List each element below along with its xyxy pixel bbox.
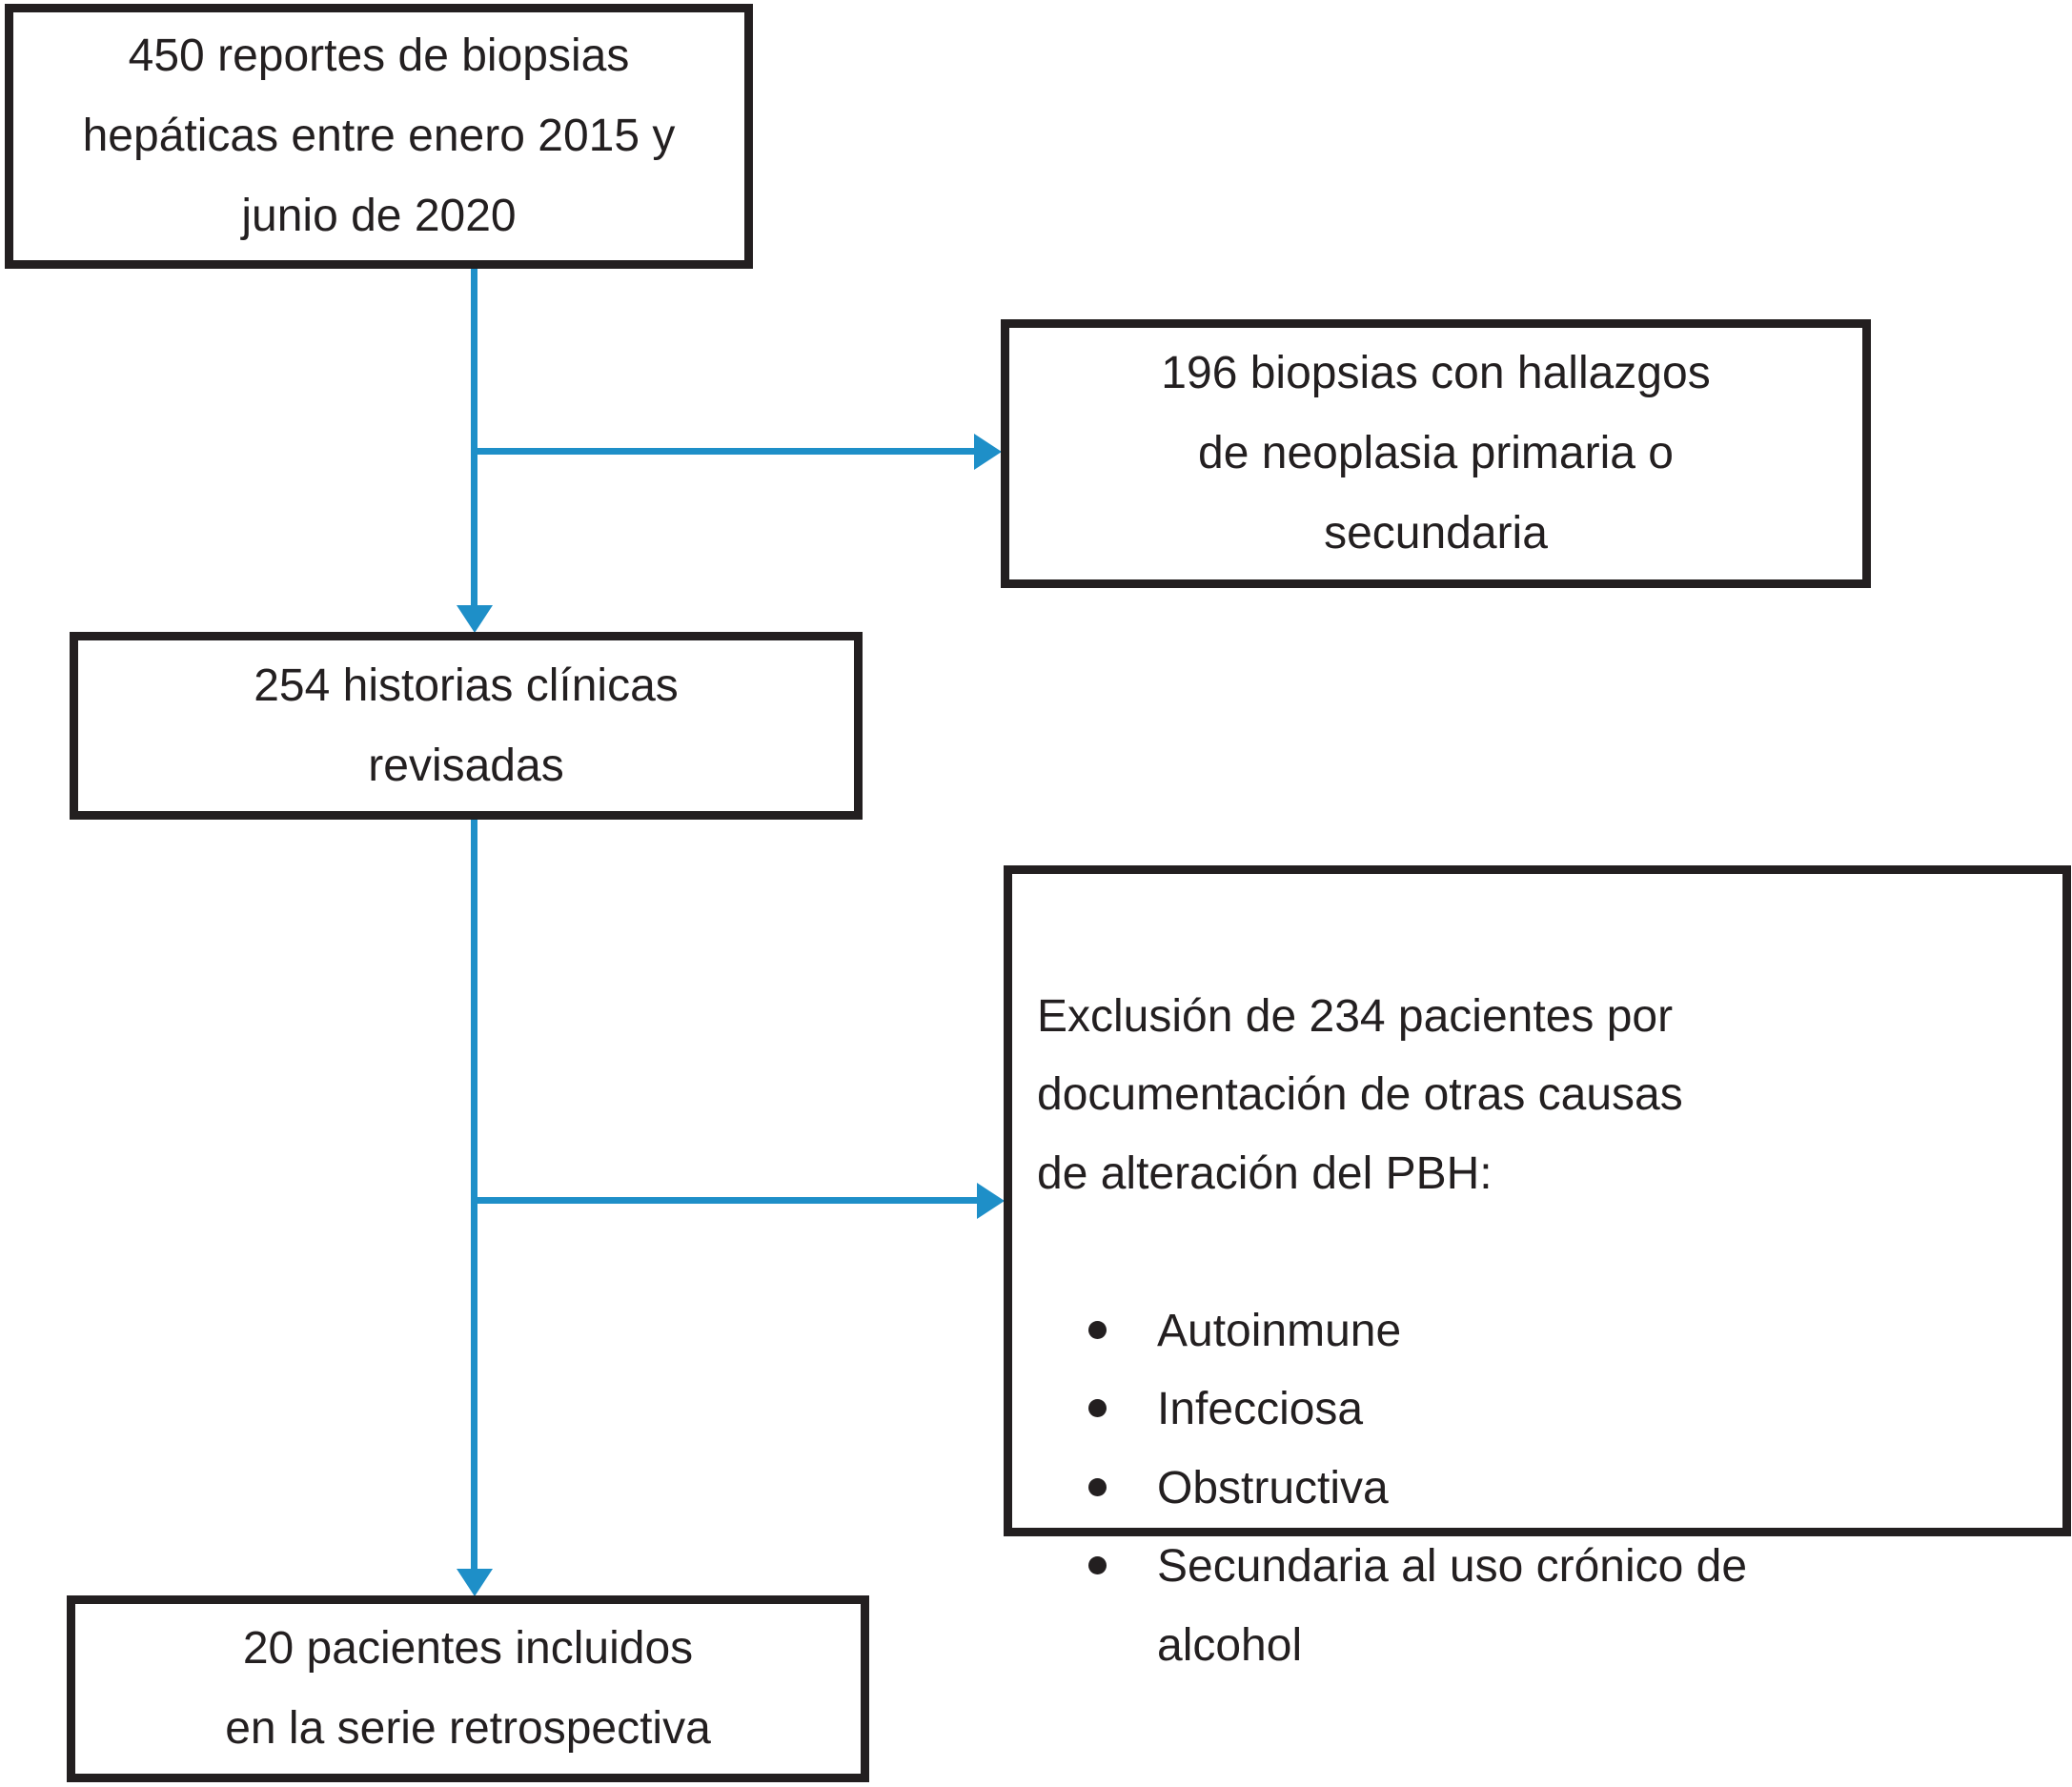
exclusion-bullet-item: Secundaria al uso crónico de alcohol — [1037, 1528, 1805, 1685]
arrow-right-icon — [974, 434, 1002, 470]
arrow-down-icon — [457, 1569, 493, 1596]
arrow-down-icon — [457, 605, 493, 633]
box-biopsy-reports: 450 reportes de biopsias hepáticas entre… — [5, 4, 753, 269]
box-clinical-records: 254 historias clínicas revisadas — [70, 632, 863, 820]
exclusion-bullet-item: Autoinmune — [1037, 1292, 1805, 1371]
connector-line-branch-neoplasia — [474, 448, 977, 455]
box-exclusion-causes: Exclusión de 234 pacientes por documenta… — [1004, 865, 2071, 1671]
box-included-patients: 20 pacientes incluidos en la serie retro… — [67, 1595, 869, 1782]
exclusion-bullet-item: Obstructiva — [1037, 1450, 1805, 1529]
connector-line-branch-exclusion — [474, 1197, 977, 1204]
box-neoplasia-exclusion: 196 biopsias con hallazgos de neoplasia … — [1001, 319, 1871, 588]
box-biopsy-reports-text: 450 reportes de biopsias hepáticas entre… — [82, 30, 676, 241]
arrow-right-icon — [977, 1183, 1005, 1219]
exclusion-intro-text: Exclusión de 234 pacientes por documenta… — [1037, 990, 1683, 1199]
connector-line-vertical-top — [471, 269, 477, 608]
box-neoplasia-exclusion-text: 196 biopsias con hallazgos de neoplasia … — [1161, 348, 1711, 558]
connector-line-vertical-bottom — [471, 820, 477, 1571]
box-included-patients-text: 20 pacientes incluidos en la serie retro… — [225, 1623, 711, 1754]
box-clinical-records-text: 254 historias clínicas revisadas — [254, 660, 679, 791]
exclusion-bullet-item: Infecciosa — [1037, 1371, 1805, 1450]
